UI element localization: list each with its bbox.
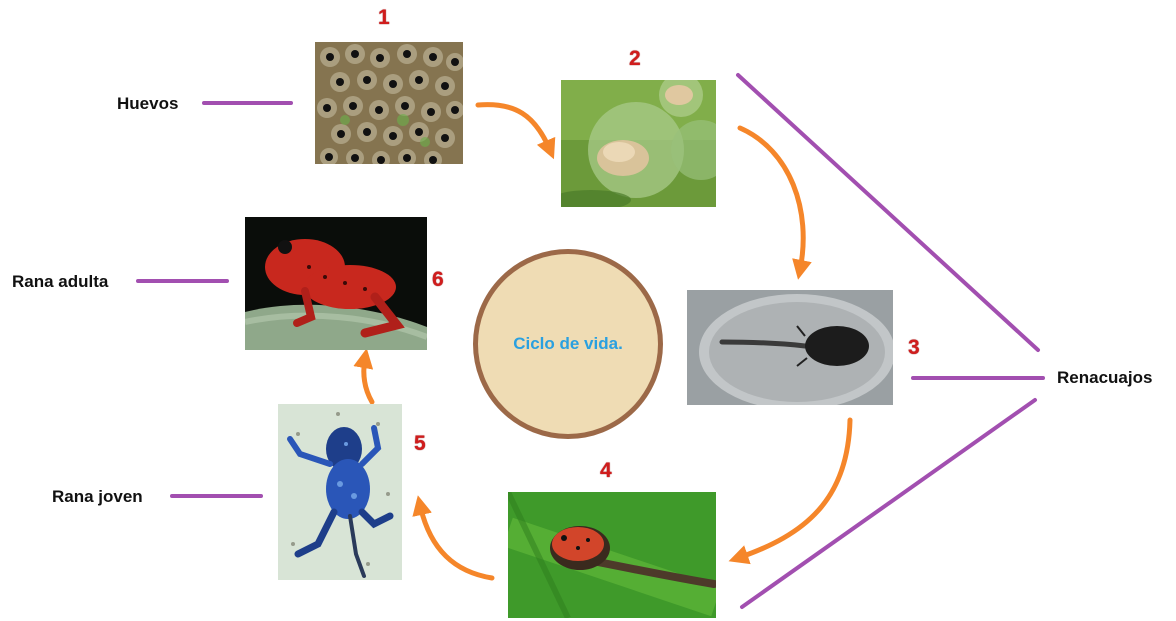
red-adult-frog-photo: [245, 217, 427, 350]
embryo-eggs-photo: [561, 80, 716, 207]
label-rana-joven: Rana joven: [52, 487, 143, 507]
red-tadpole-leaf-photo: [508, 492, 716, 618]
stage-number-1: 1: [378, 6, 390, 30]
stage-number-2: 2: [629, 47, 641, 71]
arrow-5-to-6: [364, 358, 372, 402]
label-rana-adulta: Rana adulta: [12, 272, 108, 292]
diagram-title: Ciclo de vida.: [513, 334, 623, 354]
frog-eggs-photo: [315, 42, 463, 164]
stage-number-6: 6: [432, 268, 444, 292]
stage-number-3: 3: [908, 336, 920, 360]
arrow-4-to-5: [420, 505, 492, 578]
arrow-2-to-3: [740, 128, 803, 270]
arrow-1-to-2: [478, 105, 550, 150]
life-cycle-center-circle: Ciclo de vida.: [473, 249, 663, 439]
blue-froglet-photo: [278, 404, 402, 580]
renacuajos-diagonal-bottom: [742, 400, 1035, 607]
label-renacuajos: Renacuajos: [1057, 368, 1152, 388]
arrow-3-to-4: [738, 420, 850, 558]
stage-number-4: 4: [600, 459, 612, 483]
stage-number-5: 5: [414, 432, 426, 456]
label-huevos: Huevos: [117, 94, 178, 114]
tadpole-dish-photo: [687, 290, 893, 405]
